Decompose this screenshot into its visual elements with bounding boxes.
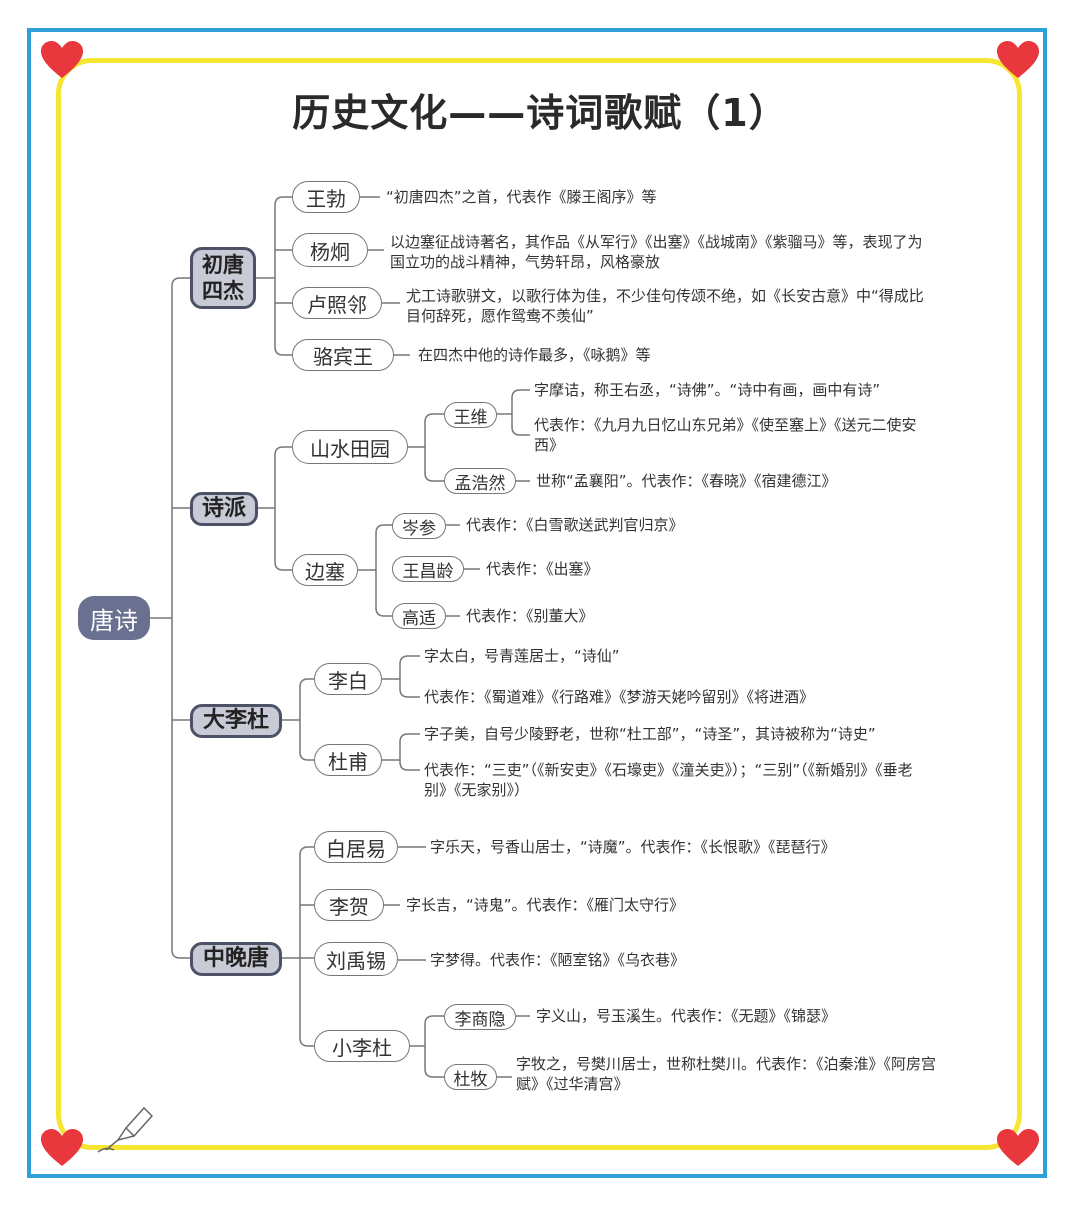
heart-icon	[41, 1129, 83, 1166]
category-zhongwantang: 中晚唐	[190, 942, 282, 976]
desc-wangwei-2: 代表作：《九月九日忆山东兄弟》《使至塞上》《送元二使安西》	[534, 416, 917, 454]
desc-liuyuxi: 字梦得。代表作：《陋室铭》《乌衣巷》	[430, 951, 686, 969]
node-baijuyi: 白居易	[314, 831, 398, 863]
desc-lihe: 字长吉，“诗鬼”。代表作：《雁门太守行》	[406, 896, 685, 914]
outer-blue-frame	[27, 28, 1047, 1178]
node-dumu: 杜牧	[444, 1064, 497, 1090]
node-shanshui: 山水田园	[292, 430, 408, 464]
pen-icon	[97, 1106, 154, 1153]
desc-gaoshi: 代表作：《别董大》	[466, 607, 594, 625]
inner-yellow-frame	[56, 58, 1022, 1150]
heart-icon	[997, 1129, 1039, 1166]
desc-menghaoran: 世称“孟襄阳”。代表作：《春晓》《宿建德江》	[536, 472, 837, 490]
node-wangchangling: 王昌龄	[392, 556, 464, 582]
node-dufu: 杜甫	[314, 744, 382, 776]
desc-luzhaolin: 尤工诗歌骈文，以歌行体为佳，不少佳句传颂不绝，如《长安古意》中“得成比目何辞死，…	[406, 287, 924, 325]
node-censhen: 岑参	[392, 513, 446, 539]
node-liuyuxi: 刘禹锡	[314, 942, 398, 976]
page-title: 历史文化——诗词歌赋（1）	[292, 91, 788, 135]
node-lishangyin: 李商隐	[444, 1004, 516, 1030]
node-luobinwang: 骆宾王	[292, 339, 394, 371]
desc-wangbo: “初唐四杰”之首，代表作《滕王阁序》等	[386, 188, 657, 206]
desc-lishangyin: 字义山，号玉溪生。代表作：《无题》《锦瑟》	[536, 1007, 837, 1025]
node-gaoshi: 高适	[392, 603, 446, 629]
node-lihe: 李贺	[314, 889, 384, 921]
heart-icon	[41, 41, 83, 78]
node-wangbo: 王勃	[292, 181, 360, 213]
desc-censhen: 代表作：《白雪歌送武判官归京》	[466, 516, 684, 534]
heart-icon	[997, 41, 1039, 78]
desc-dufu-1: 字子美，自号少陵野老，世称“杜工部”，“诗圣”，其诗被称为“诗史”	[424, 725, 876, 743]
desc-libai-1: 字太白，号青莲居士，“诗仙”	[424, 647, 620, 665]
desc-wangchangling: 代表作：《出塞》	[486, 560, 599, 578]
node-biansai: 边塞	[292, 554, 358, 586]
desc-libai-2: 代表作：《蜀道难》《行路难》《梦游天姥吟留别》《将进酒》	[424, 688, 815, 706]
node-xiaolidu: 小李杜	[314, 1030, 410, 1062]
node-libai: 李白	[314, 663, 382, 695]
desc-dumu: 字牧之，号樊川居士，世称杜樊川。代表作：《泊秦淮》《阿房宫赋》《过华清宫》	[516, 1055, 937, 1093]
category-shipai: 诗派	[190, 492, 258, 526]
desc-yangjiong: 以边塞征战诗著名，其作品《从军行》《出塞》《战城南》《紫骝马》等，表现了为国立功…	[390, 233, 923, 271]
category-dalidu: 大李杜	[190, 704, 282, 738]
root-node: 唐诗	[78, 596, 150, 640]
node-menghaoran: 孟浩然	[444, 468, 516, 494]
desc-dufu-2: 代表作：“三吏”（《新安吏》《石壕吏》《潼关吏》）；“三别”（《新婚别》《垂老别…	[424, 761, 913, 799]
desc-baijuyi: 字乐天，号香山居士，“诗魔”。代表作：《长恨歌》《琵琶行》	[430, 838, 836, 856]
category-chutang: 初唐四杰	[190, 247, 256, 309]
node-wangwei: 王维	[444, 402, 497, 428]
desc-luobinwang: 在四杰中他的诗作最多，《咏鹅》等	[418, 346, 651, 364]
node-yangjiong: 杨炯	[292, 233, 368, 267]
node-luzhaolin: 卢照邻	[292, 287, 382, 319]
desc-wangwei-1: 字摩诘，称王右丞，“诗佛”。“诗中有画，画中有诗”	[534, 381, 881, 399]
